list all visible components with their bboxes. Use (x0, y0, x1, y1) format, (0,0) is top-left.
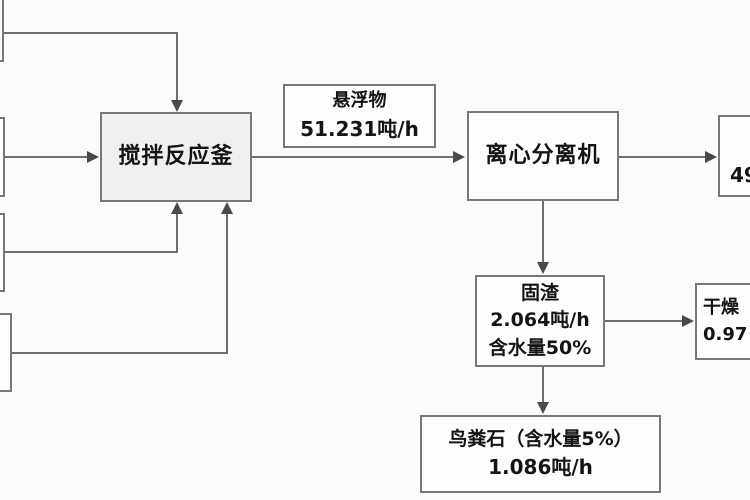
input-box-1 (0, 0, 4, 62)
arrowhead-into-reactor-bottom-1 (171, 202, 183, 214)
connector-input3-horizontal (4, 251, 178, 253)
suspension-line1: 悬浮物 (332, 90, 387, 112)
connector-solidresidue-drying (605, 320, 683, 322)
drying-box: 干燥 0.97 (695, 283, 750, 360)
arrowhead-into-solidresidue (537, 262, 549, 274)
arrowhead-into-drying (682, 315, 694, 327)
arrowhead-into-separator (453, 151, 465, 163)
connector-input4-vertical (226, 213, 228, 354)
separator-box: 离心分离机 (467, 111, 619, 201)
connector-separator-clearliquid (619, 156, 707, 158)
struvite-box: 鸟粪石（含水量5%） 1.086吨/h (420, 415, 661, 493)
reactor-box: 搅拌反应釜 (100, 112, 252, 202)
connector-separator-solidresidue (542, 201, 544, 264)
clear-liquid-value: 49 (730, 162, 750, 187)
solid-residue-line1: 固渣 (520, 281, 559, 304)
connector-input1-vertical (176, 32, 178, 102)
connector-solidresidue-struvite (542, 367, 544, 404)
suspension-label-box: 悬浮物 51.231吨/h (283, 84, 436, 148)
drying-line1: 干燥 (703, 297, 739, 319)
suspension-line2: 51.231吨/h (300, 116, 419, 141)
separator-label: 离心分离机 (485, 143, 601, 169)
struvite-line2: 1.086吨/h (488, 455, 593, 480)
arrowhead-into-struvite (537, 402, 549, 414)
connector-input2-horizontal (4, 156, 88, 158)
solid-residue-line2: 2.064吨/h (490, 309, 590, 332)
connector-reactor-separator (252, 156, 453, 158)
solid-residue-box: 固渣 2.064吨/h 含水量50% (475, 275, 605, 367)
clear-liquid-box: 49 (718, 115, 750, 197)
connector-input4-horizontal (11, 352, 228, 354)
drying-line2: 0.97 (703, 323, 748, 345)
arrowhead-into-clearliquid (705, 151, 717, 163)
solid-residue-line3: 含水量50% (488, 336, 592, 359)
connector-input1-horizontal (3, 32, 178, 34)
reactor-label: 搅拌反应釜 (118, 144, 234, 170)
arrowhead-into-reactor-left (87, 151, 99, 163)
connector-input3-vertical (176, 213, 178, 253)
arrowhead-into-reactor-top (171, 100, 183, 112)
struvite-line1: 鸟粪石（含水量5%） (448, 427, 633, 450)
arrowhead-into-reactor-bottom-2 (221, 202, 233, 214)
